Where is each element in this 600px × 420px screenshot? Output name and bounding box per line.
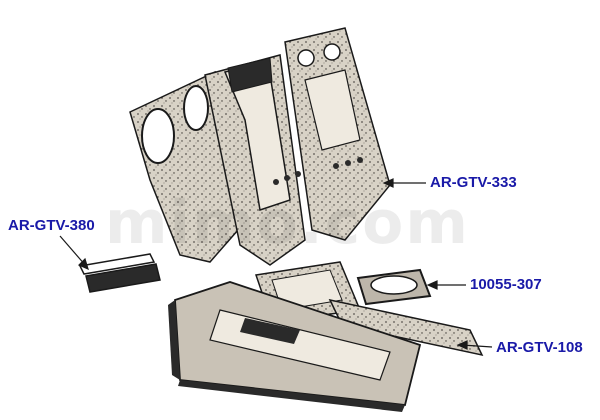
gauge-hole-left xyxy=(141,108,175,164)
arrow-333 xyxy=(382,178,394,188)
ashtray-insert xyxy=(356,268,432,306)
center-hole-1 xyxy=(273,179,279,185)
arrow-380 xyxy=(77,257,89,271)
center-hole-2 xyxy=(284,175,290,181)
part-label-ar-gtv-333: AR-GTV-333 xyxy=(430,174,517,191)
center-tunnel-panel xyxy=(204,54,306,266)
leader-380 xyxy=(59,235,87,267)
watermark: mimo.com xyxy=(105,188,470,258)
small-bracket xyxy=(78,253,161,293)
arrow-307 xyxy=(426,280,438,290)
switch-hole-3 xyxy=(357,157,363,163)
part-label-ar-gtv-380: AR-GTV-380 xyxy=(8,217,95,234)
switch-hole-2 xyxy=(345,160,351,166)
arrow-108 xyxy=(456,340,468,350)
lower-console-body xyxy=(168,281,422,412)
long-trim-strip xyxy=(328,298,484,357)
panel-knob-hole-1 xyxy=(297,49,315,67)
part-label-10055-307: 10055-307 xyxy=(470,276,542,293)
center-hole-3 xyxy=(295,171,301,177)
left-wing-panel xyxy=(129,70,239,263)
switch-hole-1 xyxy=(333,163,339,169)
panel-knob-hole-2 xyxy=(323,43,341,61)
part-label-ar-gtv-108: AR-GTV-108 xyxy=(496,339,583,356)
gauge-hole-right xyxy=(183,85,209,131)
callout-leaders xyxy=(59,178,493,350)
right-console-panel xyxy=(284,27,391,241)
